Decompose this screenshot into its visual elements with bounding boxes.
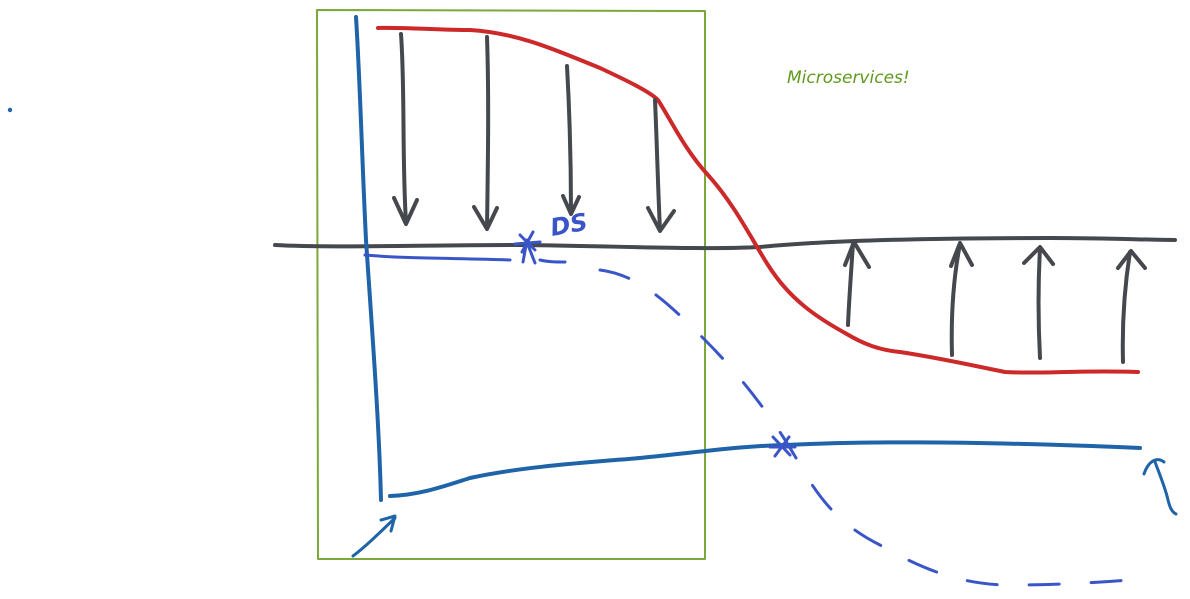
blue-bottom-curve [388,440,1142,498]
up-arrow [1116,249,1147,364]
blue-baseline-segment [363,253,567,264]
dashed-blue-curve [598,268,1152,587]
up-arrow [843,240,871,327]
down-arrow [561,64,581,216]
up-arrow [1022,245,1055,360]
microservices-label: Microservices! [787,68,910,88]
star-marker [513,230,542,265]
right-hook-arrow [1142,458,1178,516]
baseline-line [273,236,1177,251]
ds-label: DS [548,208,590,242]
entry-arrow [351,514,397,558]
down-arrow [392,32,419,226]
crossing-marker [768,435,797,458]
up-arrow [949,241,974,357]
down-arrow [472,35,499,231]
blue-vertical-line [354,15,383,502]
green-frame [316,9,706,560]
down-arrow [646,98,676,233]
red-curve [376,25,1140,375]
stray-dot [7,107,13,113]
